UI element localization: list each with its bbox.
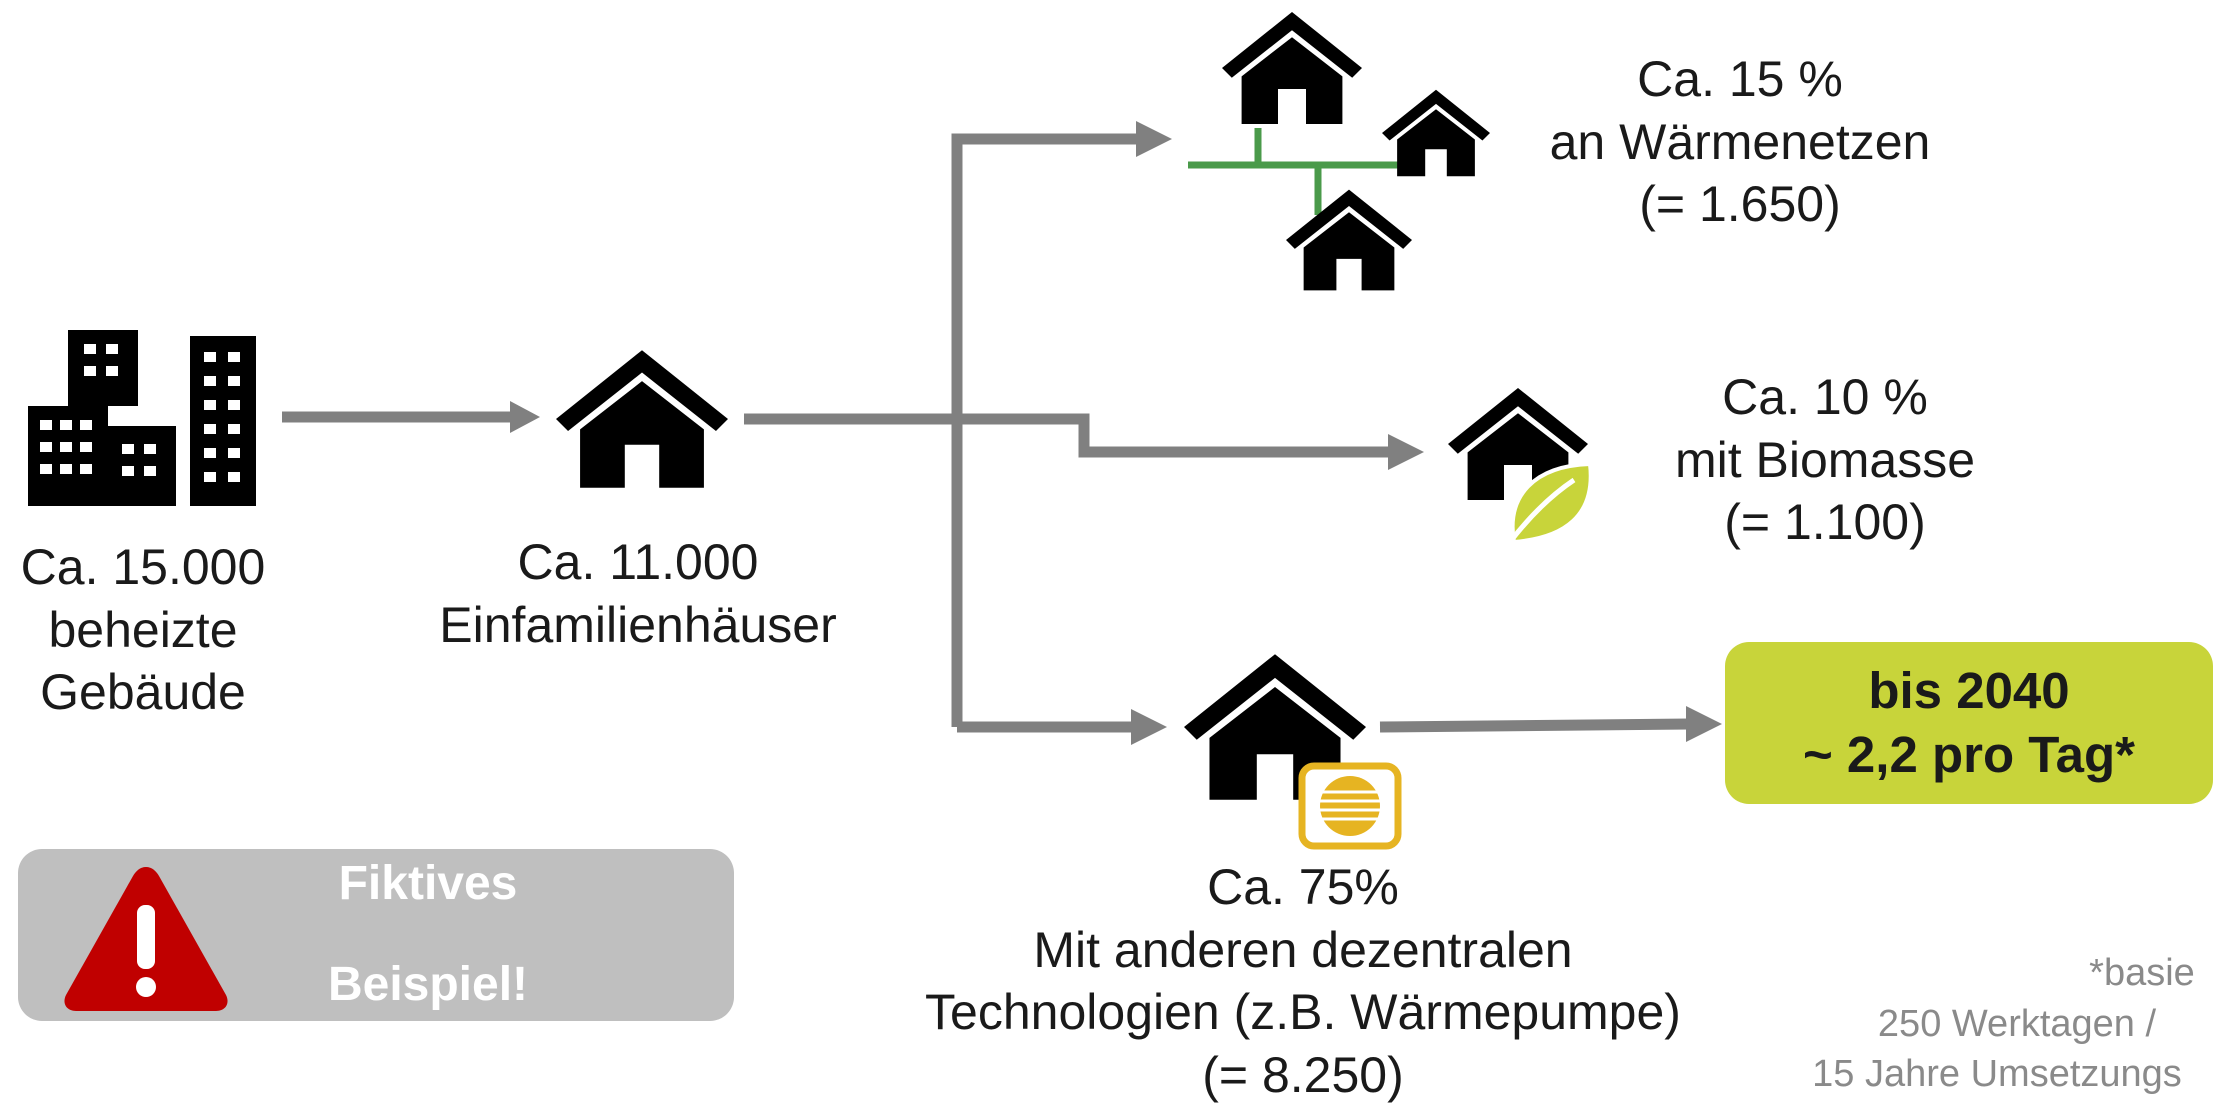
arrow-heads	[510, 121, 1722, 745]
footnote: *basie 250 Werktagen / 15 Jahre Umsetzun…	[1812, 952, 2195, 1096]
heat-pump-icon	[1298, 762, 1402, 850]
city-buildings-icon	[28, 330, 256, 506]
warning-box: Fiktives Beispiel!	[18, 849, 734, 1021]
biomass-house-icon	[1448, 388, 1593, 545]
biomass-label: Ca. 10 % mit Biomasse (= 1.100)	[1674, 369, 1976, 550]
warning-line-1: Fiktives	[338, 857, 518, 911]
single-family-label: Ca. 11.000 Einfamilienhäuser	[439, 534, 837, 653]
decentral-label: Ca. 75% Mit anderen dezentralen Technolo…	[925, 859, 1681, 1103]
leaf-icon	[1508, 461, 1593, 545]
goal-line-rate: ~ 2,2 pro Tag*	[1802, 726, 2136, 783]
warning-line-2: Beispiel!	[327, 958, 529, 1011]
buildings-label: Ca. 15.000 beheizte Gebäude	[20, 539, 266, 720]
heat-network-label: Ca. 15 % an Wärmenetzen (= 1.650)	[1549, 51, 1931, 232]
house-icon	[556, 350, 728, 488]
goal-box: bis 2040 ~ 2,2 pro Tag*	[1725, 642, 2213, 804]
flow-arrows	[282, 133, 1691, 733]
arrow-to-goal	[1379, 718, 1691, 733]
heat-network-houses-icon	[1188, 12, 1490, 291]
goal-line-year: bis 2040	[1868, 662, 2070, 720]
arrow-to-heat-network	[951, 133, 1140, 727]
heat-pump-house-icon	[1184, 654, 1402, 850]
arrow-to-biomass	[957, 413, 1392, 458]
warning-triangle-icon	[64, 867, 228, 1011]
